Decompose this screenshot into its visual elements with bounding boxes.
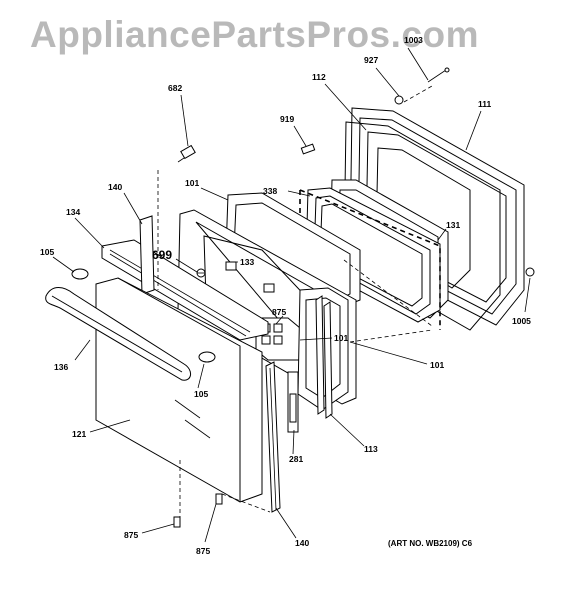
callout-136: 136 — [54, 362, 68, 372]
callout-121: 121 — [72, 429, 86, 439]
callout-111: 111 — [478, 99, 492, 109]
callout-112: 112 — [312, 72, 326, 82]
callout-1003: 1003 — [404, 35, 423, 45]
part-113-side-trim[interactable] — [315, 295, 333, 419]
callout-105-right: 105 — [194, 389, 208, 399]
callout-699: 699 — [152, 248, 172, 262]
callout-1005: 1005 — [512, 316, 531, 326]
part-140-side-trim-right[interactable] — [265, 361, 281, 513]
part-140-side-trim-left[interactable] — [139, 215, 155, 295]
art-number-caption: (ART NO. WB2109) C6 — [388, 539, 473, 548]
callout-113: 113 — [364, 444, 378, 454]
callout-131: 131 — [446, 220, 460, 230]
callout-labels: 1003 927 112 111 682 919 140 101 338 134… — [40, 35, 531, 556]
part-875-screw-bottom[interactable] — [215, 493, 223, 505]
callout-875-board: 875 — [272, 307, 286, 317]
callout-140-upper: 140 — [108, 182, 122, 192]
callout-140-lower: 140 — [295, 538, 309, 548]
part-927-washer[interactable] — [394, 95, 404, 105]
part-281-latch[interactable] — [287, 371, 299, 433]
callout-875-bottom: 875 — [196, 546, 210, 556]
part-105-endcap-left[interactable] — [71, 268, 89, 280]
callout-101-upper: 101 — [185, 178, 199, 188]
part-133-bracket[interactable] — [225, 261, 275, 293]
callout-875-left: 875 — [124, 530, 138, 540]
callout-105-left: 105 — [40, 247, 54, 257]
leader-lines — [52, 47, 531, 543]
part-682-screw[interactable] — [177, 144, 196, 163]
part-1003-screw[interactable] — [427, 67, 450, 83]
callout-281: 281 — [289, 454, 303, 464]
part-136-handle[interactable] — [45, 287, 191, 381]
callout-101-mid: 101 — [334, 333, 348, 343]
callout-101-right: 101 — [430, 360, 444, 370]
callout-338: 338 — [263, 186, 277, 196]
callout-133: 133 — [240, 257, 254, 267]
callout-682: 682 — [168, 83, 182, 93]
callout-927: 927 — [364, 55, 378, 65]
part-699-screw[interactable] — [196, 268, 206, 278]
part-105-endcap-right[interactable] — [198, 351, 216, 363]
assembly-dashed-lines — [157, 85, 433, 520]
callout-134: 134 — [66, 207, 80, 217]
part-1005-screw[interactable] — [525, 267, 535, 277]
callout-919: 919 — [280, 114, 294, 124]
part-875-screw-lower[interactable] — [173, 516, 181, 528]
part-919-clip[interactable] — [300, 143, 316, 155]
watermark-logo: AppliancePartsPros.com — [30, 14, 479, 55]
